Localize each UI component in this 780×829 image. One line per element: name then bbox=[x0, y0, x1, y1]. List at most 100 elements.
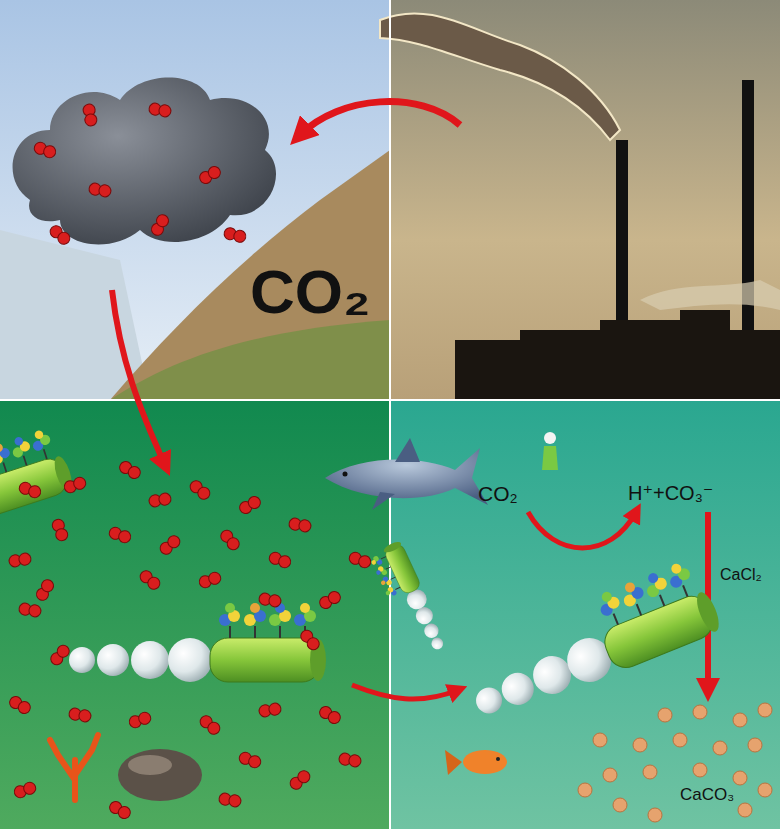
co2-molecule bbox=[18, 481, 43, 500]
steam bbox=[640, 280, 780, 310]
flow-arrow bbox=[300, 102, 460, 135]
co2-molecule bbox=[63, 476, 88, 495]
co2-molecule bbox=[158, 533, 183, 556]
co2-molecule bbox=[128, 711, 153, 730]
atom bbox=[246, 494, 262, 510]
atom bbox=[158, 104, 172, 118]
atom bbox=[72, 476, 87, 491]
atom bbox=[98, 184, 112, 198]
caco3-particle bbox=[593, 733, 607, 747]
co2-molecule bbox=[188, 478, 213, 501]
cloud bbox=[13, 78, 276, 245]
atom bbox=[84, 113, 98, 127]
flow-arrow bbox=[112, 290, 165, 465]
goldfish bbox=[445, 750, 507, 775]
atom bbox=[39, 577, 55, 593]
atom bbox=[206, 164, 222, 180]
co2-molecule bbox=[48, 643, 71, 668]
co2-molecule bbox=[107, 799, 132, 820]
caco3-particle bbox=[733, 713, 747, 727]
caco3-particle bbox=[693, 763, 707, 777]
reaction-arrow bbox=[528, 512, 636, 548]
title-formula: CO₂ bbox=[250, 258, 371, 326]
divider bbox=[389, 0, 391, 829]
co2-molecule bbox=[198, 713, 223, 736]
co2-molecule bbox=[197, 164, 222, 185]
co2-molecule bbox=[238, 751, 263, 770]
micromotor bbox=[368, 540, 449, 660]
caco3-particle bbox=[633, 738, 647, 752]
co2-molecule bbox=[258, 592, 282, 608]
grass bbox=[110, 320, 390, 400]
co2-molecule bbox=[218, 528, 241, 553]
atom bbox=[22, 781, 37, 796]
co2-molecule bbox=[88, 182, 112, 198]
atom bbox=[207, 571, 222, 586]
atom bbox=[145, 575, 162, 592]
chimney bbox=[742, 80, 754, 350]
atom bbox=[326, 589, 342, 605]
caco3-particle bbox=[758, 703, 772, 717]
formula-label: CO₂ bbox=[478, 482, 518, 505]
atom bbox=[78, 709, 92, 723]
micromotor bbox=[0, 425, 75, 556]
caco3-particle bbox=[733, 771, 747, 785]
sea-slug bbox=[118, 749, 202, 801]
co2-molecule bbox=[237, 494, 262, 515]
formula-label: H⁺+CO₃⁻ bbox=[628, 482, 713, 504]
co2-molecule bbox=[68, 707, 92, 723]
factory-buildings bbox=[455, 310, 780, 400]
atom bbox=[42, 144, 57, 159]
atom bbox=[232, 229, 247, 244]
atom bbox=[326, 709, 342, 725]
formula-label: CaCO₃ bbox=[680, 786, 734, 805]
atom bbox=[16, 699, 32, 715]
co2-molecule bbox=[288, 768, 313, 791]
caco3-particle bbox=[758, 783, 772, 797]
chimney bbox=[616, 140, 628, 340]
co2-molecule bbox=[149, 212, 170, 237]
atom bbox=[55, 643, 72, 660]
caco3-particle bbox=[658, 708, 672, 722]
flow-arrow bbox=[352, 685, 458, 699]
micromotor bbox=[456, 556, 724, 726]
co2-molecule bbox=[258, 702, 282, 718]
atom bbox=[298, 519, 312, 533]
caco3-particle bbox=[578, 783, 592, 797]
caco3-particle bbox=[693, 705, 707, 719]
atom bbox=[126, 464, 142, 480]
atom bbox=[357, 554, 372, 569]
atom bbox=[116, 804, 132, 820]
atom bbox=[158, 492, 172, 506]
atom bbox=[247, 754, 262, 769]
co2-molecule bbox=[317, 704, 342, 725]
sky bbox=[0, 0, 390, 400]
caco3-particle bbox=[738, 803, 752, 817]
shark bbox=[325, 438, 488, 510]
co2-molecule bbox=[198, 571, 223, 590]
co2-molecule bbox=[33, 141, 58, 160]
co2-molecule bbox=[108, 526, 133, 545]
atom bbox=[268, 594, 282, 608]
atom bbox=[54, 527, 69, 542]
co2-molecule bbox=[223, 226, 247, 243]
atom bbox=[165, 533, 182, 550]
co2-molecule bbox=[348, 551, 373, 570]
water bbox=[390, 400, 780, 829]
caco3-particle bbox=[613, 798, 627, 812]
co2-molecule bbox=[13, 781, 38, 800]
diver bbox=[542, 432, 558, 470]
co2-molecule bbox=[48, 223, 73, 246]
co2-molecule bbox=[51, 518, 70, 543]
caco3-particle bbox=[603, 768, 617, 782]
co2-molecule bbox=[338, 752, 362, 768]
atom bbox=[154, 212, 170, 228]
caco3-particle bbox=[748, 738, 762, 752]
caco3-particle bbox=[648, 808, 662, 822]
co2-molecule bbox=[18, 602, 42, 618]
atom bbox=[225, 535, 242, 552]
factory-sky bbox=[390, 0, 780, 400]
co2-molecule bbox=[117, 459, 142, 480]
co2-molecule bbox=[298, 628, 321, 653]
